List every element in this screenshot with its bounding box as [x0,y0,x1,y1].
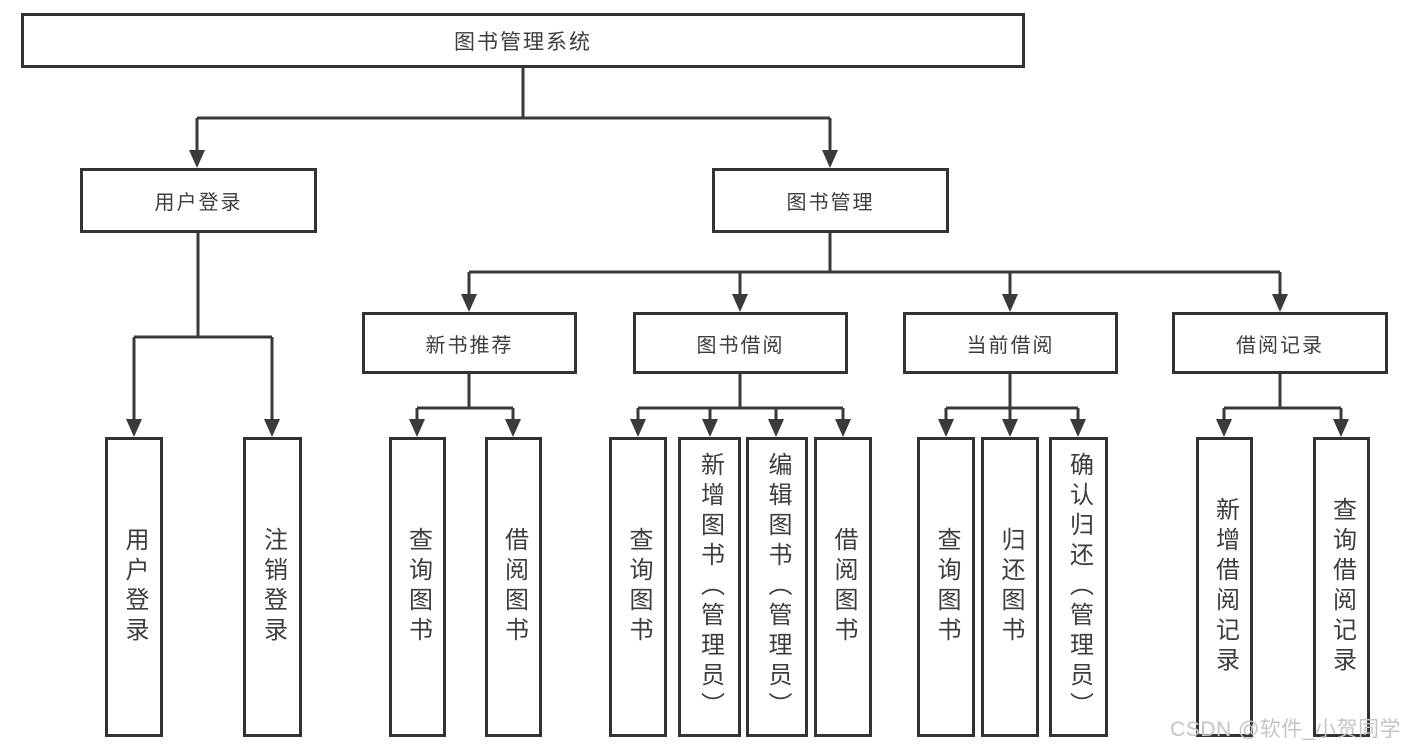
leaf-query-books-current: 查询图书 [917,437,975,737]
leaf-query-books-borrowing: 查询图书 [609,437,667,737]
arrowhead [702,419,718,437]
arrowhead [822,150,838,168]
node-new-book-recommendation: 新书推荐 [362,312,577,374]
leaf-add-borrow-record: 新增借阅记录 [1196,437,1253,737]
connector-paths [132,68,1343,423]
leaf-logout: 注销登录 [243,437,302,737]
arrowhead [1002,294,1018,312]
arrowheads [126,150,1349,437]
arrowhead [835,419,851,437]
connector-borrow-to-leaves [636,374,845,423]
arrowhead [938,419,954,437]
connector-newrec-to-leaves [415,374,515,423]
watermark-csdn: CSDN @软件_小贺同学 [1170,718,1401,741]
arrowhead [1070,419,1086,437]
arrowhead [505,419,521,437]
node-borrowing-records: 借阅记录 [1172,312,1388,374]
arrowhead [732,294,748,312]
leaf-confirm-return-admin: 确认归还（管理员） [1049,437,1108,737]
leaf-query-books-recommend: 查询图书 [389,437,446,737]
node-user-login: 用户登录 [80,168,317,233]
arrowhead [768,419,784,437]
leaf-user-login: 用户登录 [105,437,163,737]
node-book-borrowing: 图书借阅 [633,312,848,374]
leaf-edit-books-admin: 编辑图书（管理员） [746,437,808,737]
arrowhead [1333,419,1349,437]
node-book-management-system: 图书管理系统 [21,13,1025,68]
arrowhead [409,419,425,437]
leaf-return-books: 归还图书 [981,437,1039,737]
leaf-add-books-admin: 新增图书（管理员） [678,437,741,737]
arrowhead [1002,419,1018,437]
arrowhead [630,419,646,437]
arrowhead [461,294,477,312]
arrowhead [1272,294,1288,312]
arrowhead [1216,419,1232,437]
leaf-query-borrow-record: 查询借阅记录 [1313,437,1370,737]
connector-bookmgmt-to-level3 [467,233,1282,298]
connector-root-to-level2 [195,68,832,154]
arrowhead [264,419,280,437]
node-current-borrowing: 当前借阅 [903,312,1118,374]
connector-userlogin-to-leaves [132,233,274,423]
leaf-borrow-books: 借阅图书 [814,437,872,737]
arrowhead [126,419,142,437]
connector-records-to-leaves [1222,374,1343,423]
leaf-borrow-books-recommend: 借阅图书 [485,437,542,737]
node-book-management: 图书管理 [712,168,949,233]
arrowhead [189,150,205,168]
connector-current-to-leaves [944,374,1080,423]
